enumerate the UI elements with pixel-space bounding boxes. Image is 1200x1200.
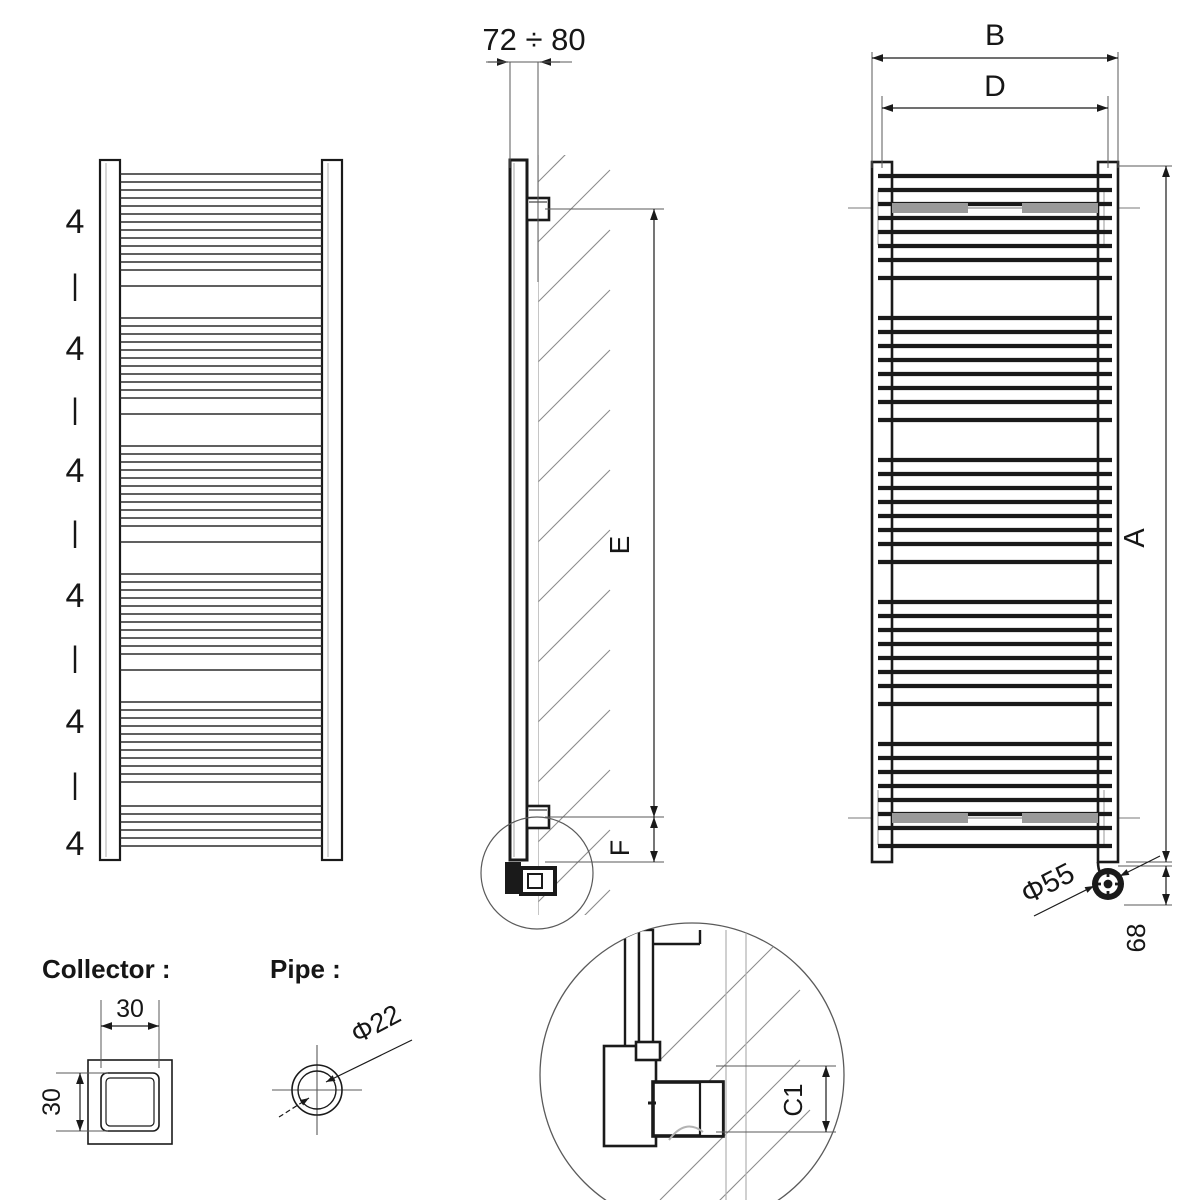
collector-title: Collector : [42,954,171,984]
e-dimension: E [545,208,664,818]
left-view-rails [120,173,322,847]
group-label-10: 4 [66,825,85,863]
d-dimension: D [881,70,1109,168]
group-label-8: 4 [66,703,85,741]
enlarged-detail-view: C1 [539,922,845,1200]
collector-bore [105,1077,155,1127]
collector-height-label: 30 [38,1088,66,1116]
right-collector-post [320,158,344,862]
f-dimension-label: F [605,840,635,857]
detail-marker-circle [480,816,594,930]
group-label-5: | [71,516,79,549]
group-label-2: 4 [66,330,85,368]
collector-height-dimension: 30 [38,1072,108,1132]
front-view-rails [878,173,1112,849]
group-label-3: | [71,393,79,426]
group-label-0: 4 [66,203,85,241]
left-elevation-view: 4 | 4 | 4 | 4 | 4 | 4 [66,158,344,863]
c1-dimension-label: C1 [778,1083,808,1116]
bracket-indicators [892,203,1098,823]
pipe-outer-circle [291,1064,343,1116]
collector-width-dimension: 30 [100,995,160,1068]
group-label-7: | [71,641,79,674]
collector-section: Collector : 30 30 [38,954,173,1145]
radiator-body-section [508,158,529,862]
valve-offset-label: 68 [1121,924,1151,953]
a-dimension: A [1118,165,1172,863]
b-dimension: B [871,19,1119,168]
d-dimension-label: D [984,70,1006,103]
side-section-view: 72 ÷ 80 E F [480,22,690,930]
group-label-4: 4 [66,452,85,490]
depth-dimension: 72 ÷ 80 [482,22,586,282]
pipe-inner-circle [297,1070,337,1110]
b-dimension-label: B [985,19,1005,52]
valve-offset-dimension: 68 [1118,865,1172,953]
a-dimension-label: A [1119,528,1151,548]
left-view-group-labels: 4 | 4 | 4 | 4 | 4 | 4 [66,203,85,863]
bottom-valve-fitting [1092,861,1124,900]
depth-dimension-label: 72 ÷ 80 [482,22,585,57]
c1-dimension: C1 [716,1065,836,1133]
collector-width-label: 30 [116,995,144,1023]
pipe-title: Pipe : [270,954,341,984]
group-label-6: 4 [66,577,85,615]
wall-hatching [538,155,690,915]
left-collector-post [98,158,122,862]
e-dimension-label: E [604,536,635,555]
f-dimension: F [545,817,664,863]
group-label-9: | [71,768,79,801]
front-elevation-view: B D A 68 Φ55 [848,19,1172,952]
valve-diameter-callout: Φ55 [1016,855,1161,917]
bottom-valve-assembly [505,862,557,896]
group-label-1: | [71,269,79,302]
